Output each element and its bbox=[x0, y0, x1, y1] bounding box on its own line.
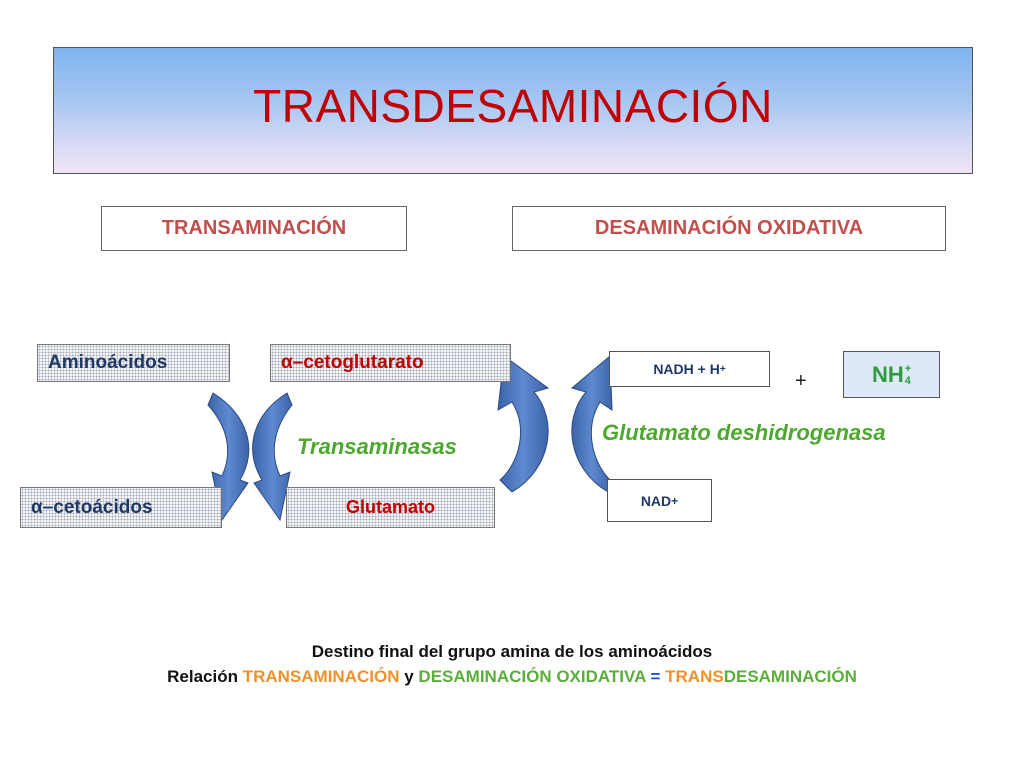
section-transaminacion: TRANSAMINACIÓN bbox=[101, 206, 407, 251]
cetoacidos-label: α–cetoácidos bbox=[31, 496, 153, 518]
footer-line-2: Relación TRANSAMINACIÓN y DESAMINACIÓN O… bbox=[0, 667, 1024, 687]
nh4-subscript: 4 bbox=[904, 374, 911, 387]
nh4-superscript: + bbox=[904, 362, 912, 375]
nadh-superscript: + bbox=[719, 363, 726, 375]
nad-superscript: + bbox=[671, 493, 679, 508]
box-nh4: NH+4 bbox=[843, 351, 940, 398]
box-cetoglutarato: α–cetoglutarato bbox=[270, 344, 511, 382]
box-cetoacidos: α–cetoácidos bbox=[20, 487, 222, 528]
arrow-cetoglutarato-to-glutamato bbox=[252, 392, 293, 522]
glutamato-label: Glutamato bbox=[345, 497, 435, 517]
footer-desaminacion-oxidativa: DESAMINACIÓN OXIDATIVA bbox=[418, 667, 646, 686]
box-aminoacidos: Aminoácidos bbox=[37, 344, 230, 382]
nadh-label: NADH + H bbox=[653, 361, 720, 377]
page-title: TRANSDESAMINACIÓN bbox=[253, 79, 773, 132]
footer-transdesaminacion: TRANSDESAMINACIÓN bbox=[665, 667, 857, 686]
section-transaminacion-label: TRANSAMINACIÓN bbox=[161, 217, 347, 239]
box-glutamato: Glutamato bbox=[286, 487, 495, 528]
enzyme-transaminasas: Transaminasas bbox=[297, 434, 457, 459]
footer-equals: = bbox=[650, 667, 661, 686]
aminoacidos-label: Aminoácidos bbox=[48, 352, 168, 373]
nh4-label: NH bbox=[871, 361, 904, 387]
box-nad: NAD+ bbox=[607, 479, 712, 522]
arrow-nad-to-nadh bbox=[570, 354, 613, 493]
cetoglutarato-label: α–cetoglutarato bbox=[281, 352, 424, 373]
section-desaminacion-label: DESAMINACIÓN OXIDATIVA bbox=[594, 217, 864, 239]
footer-y: y bbox=[404, 667, 414, 686]
title-banner: TRANSDESAMINACIÓN bbox=[53, 47, 973, 174]
footer-desaminacion: DESAMINACIÓN bbox=[723, 667, 857, 686]
footer-line-1: Destino final del grupo amina de los ami… bbox=[311, 642, 713, 661]
enzyme-glutamato-deshidrogenasa: Glutamato deshidrogenasa bbox=[602, 420, 886, 445]
footer-trans: TRANS bbox=[665, 667, 724, 686]
footer-relacion: Relación bbox=[167, 667, 238, 686]
footer-transaminacion: TRANSAMINACIÓN bbox=[242, 667, 400, 686]
box-nadh: NADH + H+ bbox=[609, 351, 770, 387]
nad-label: NAD bbox=[640, 492, 672, 509]
plus-sign: + bbox=[795, 370, 807, 392]
arrow-glutamato-to-cetoglutarato bbox=[497, 355, 550, 493]
section-desaminacion: DESAMINACIÓN OXIDATIVA bbox=[512, 206, 946, 251]
